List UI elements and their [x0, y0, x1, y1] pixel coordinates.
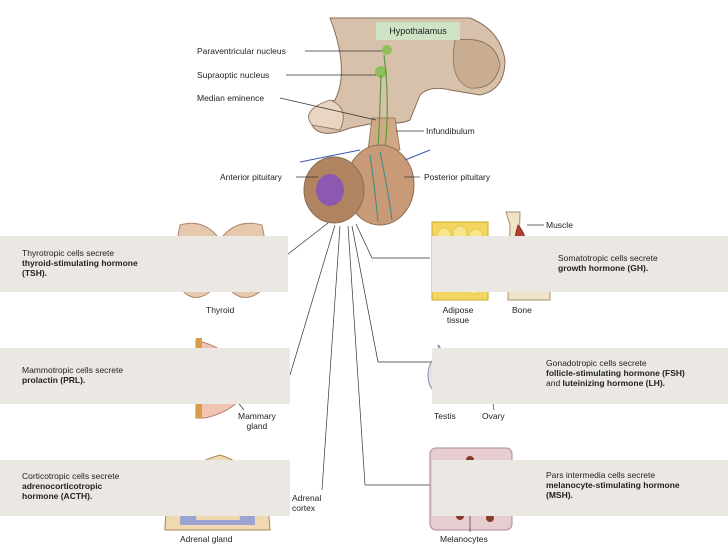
fsh-line3a: and — [546, 378, 563, 388]
fsh-text: Gonadotropic cells secrete follicle-stim… — [546, 358, 685, 388]
melanocytes-label: Melanocytes — [440, 534, 488, 544]
adipose-label: Adipose tissue — [438, 305, 478, 325]
msh-line2: melanocyte-stimulating hormone — [546, 480, 680, 490]
mammary-label-1: Mammary — [238, 411, 276, 421]
anterior-pituitary-cells — [316, 174, 344, 206]
ovary-label: Ovary — [482, 411, 505, 421]
mammary-label-2: gland — [246, 421, 267, 431]
msh-line3: (MSH). — [546, 490, 573, 500]
paraventricular-nucleus — [382, 45, 392, 55]
median-eminence-label: Median eminence — [197, 93, 264, 103]
prl-line1: Mammotropic cells secrete — [22, 365, 123, 375]
infundibulum-label: Infundibulum — [426, 126, 475, 136]
adrenal-gland-label: Adrenal gland — [180, 534, 232, 544]
fsh-line2: follicle-stimulating hormone (FSH) — [546, 368, 685, 378]
gh-line2: growth hormone (GH). — [558, 263, 648, 273]
optic-chiasm — [309, 100, 344, 130]
prl-text: Mammotropic cells secrete prolactin (PRL… — [22, 365, 123, 385]
thyroid-label: Thyroid — [206, 305, 234, 315]
adipose-label-1: Adipose — [443, 305, 474, 315]
adrenal-cortex-label-2: cortex — [292, 503, 315, 513]
muscle-label: Muscle — [546, 220, 573, 230]
acth-text: Corticotropic cells secrete adrenocortic… — [22, 471, 119, 501]
prl-line2: prolactin (PRL). — [22, 375, 85, 385]
adipose-label-2: tissue — [447, 315, 469, 325]
bone-label: Bone — [512, 305, 532, 315]
tsh-line2: thyroid-stimulating hormone — [22, 258, 138, 268]
anterior-pituitary-label: Anterior pituitary — [220, 172, 282, 182]
acth-line3: hormone (ACTH). — [22, 491, 92, 501]
mammary-label: Mammary gland — [238, 411, 276, 431]
msh-line1: Pars intermedia cells secrete — [546, 470, 655, 480]
acth-line2: adrenocorticotropic — [22, 481, 102, 491]
gh-text: Somatotropic cells secrete growth hormon… — [558, 253, 658, 273]
posterior-pituitary-label: Posterior pituitary — [424, 172, 490, 182]
adrenal-cortex-label: Adrenal cortex — [292, 493, 321, 513]
acth-line1: Corticotropic cells secrete — [22, 471, 119, 481]
paraventricular-label: Paraventricular nucleus — [197, 46, 286, 56]
fsh-line3b: luteinizing hormone (LH). — [563, 378, 665, 388]
adrenal-cortex-label-1: Adrenal — [292, 493, 321, 503]
supraoptic-label: Supraoptic nucleus — [197, 70, 269, 80]
tsh-text: Thyrotropic cells secrete thyroid-stimul… — [22, 248, 138, 278]
tsh-line3: (TSH). — [22, 268, 47, 278]
gh-line1: Somatotropic cells secrete — [558, 253, 658, 263]
fsh-line1: Gonadotropic cells secrete — [546, 358, 647, 368]
tsh-line1: Thyrotropic cells secrete — [22, 248, 114, 258]
msh-text: Pars intermedia cells secrete melanocyte… — [546, 470, 680, 500]
hypothalamus-label: Hypothalamus — [376, 22, 460, 40]
testis-label: Testis — [434, 411, 456, 421]
